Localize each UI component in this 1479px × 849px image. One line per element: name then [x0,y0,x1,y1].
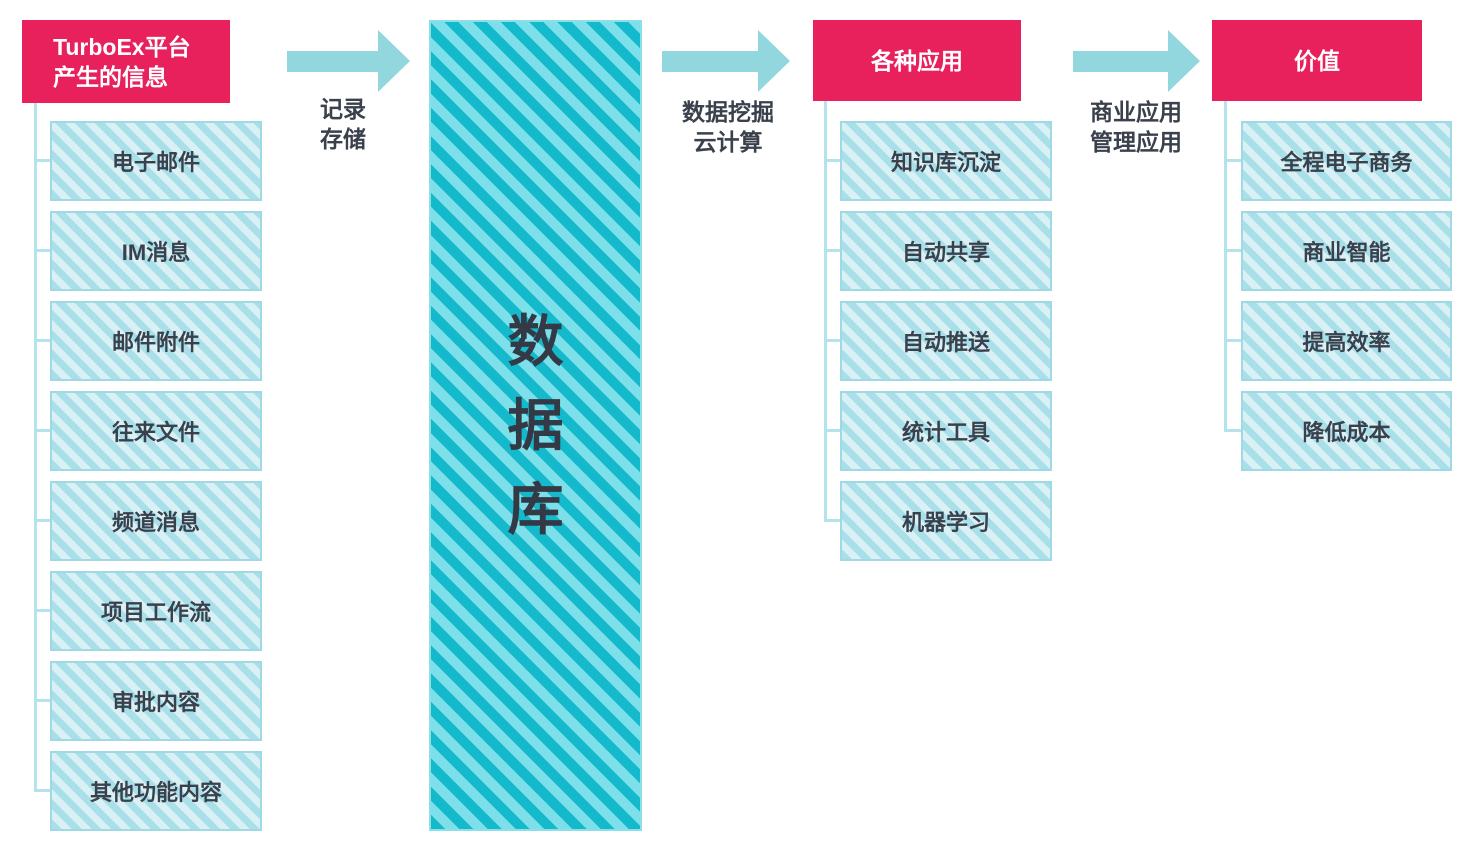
value-header: 价值 [1212,20,1422,101]
source-node-label: 项目工作流 [100,600,211,625]
database-label: 数据库 [507,309,564,541]
connector-stub [824,159,841,162]
source-node-label: 其他功能内容 [89,780,222,805]
arrow-business-icon [1073,51,1169,72]
arrow-record-store-label: 记录 存储 [320,96,366,152]
connector-stub [824,249,841,252]
value-node-label: 提高效率 [1302,330,1391,355]
connector-stub [1224,159,1242,162]
source-node-label: 邮件附件 [111,330,200,355]
value-node-label: 全程电子商务 [1280,150,1413,175]
connector-stub [1224,249,1242,252]
arrow-datamining-label: 数据挖掘 云计算 [682,99,774,155]
connector-stub [1224,429,1242,432]
app-node-ml: 机器学习 [840,481,1052,561]
source-node-label: 频道消息 [111,510,200,535]
sources-header: TurboEx平台 产生的信息 [22,20,230,103]
database-box: 数据库 [429,20,642,831]
app-node-label: 机器学习 [901,510,990,535]
source-node-im: IM消息 [50,211,262,291]
arrow-datamining-icon [662,51,759,72]
connector-stub [1224,339,1242,342]
source-node-channel: 频道消息 [50,481,262,561]
arrow-record-store-head-icon [378,30,410,92]
arrow-record-store-icon [287,51,380,72]
app-node-knowledge: 知识库沉淀 [840,121,1052,201]
sources-header-line2: 产生的信息 [53,63,168,90]
app-node-label: 统计工具 [901,420,990,445]
connector-stub [34,159,51,162]
sources-header-line1: TurboEx平台 [53,33,191,60]
arrow-business-label: 商业应用 管理应用 [1090,99,1182,155]
app-node-label: 自动共享 [901,240,990,265]
connector-stub [34,339,51,342]
value-node-label: 商业智能 [1302,240,1391,265]
arrow-datamining-head-icon [758,30,790,92]
connector-stub [34,429,51,432]
connector-stub [824,429,841,432]
connector-vertical-value [1224,101,1227,431]
connector-stub [34,519,51,522]
connector-stub [824,339,841,342]
app-node-label: 知识库沉淀 [890,150,1001,175]
app-node-autoshare: 自动共享 [840,211,1052,291]
source-node-email: 电子邮件 [50,121,262,201]
applications-header: 各种应用 [813,20,1021,101]
source-node-approval: 审批内容 [50,661,262,741]
app-node-label: 自动推送 [901,330,990,355]
connector-vertical-sources [34,103,37,791]
value-node-bi: 商业智能 [1241,211,1452,291]
connector-stub [34,789,51,792]
source-node-label: 电子邮件 [111,150,200,175]
connector-stub [34,699,51,702]
value-node-efficiency: 提高效率 [1241,301,1452,381]
arrow-business-head-icon [1168,30,1200,92]
value-node-ecommerce: 全程电子商务 [1241,121,1452,201]
source-node-workflow: 项目工作流 [50,571,262,651]
source-node-files: 往来文件 [50,391,262,471]
connector-vertical-applications [824,101,827,521]
source-node-other: 其他功能内容 [50,751,262,831]
source-node-attachments: 邮件附件 [50,301,262,381]
value-node-cost: 降低成本 [1241,391,1452,471]
app-node-statistics: 统计工具 [840,391,1052,471]
connector-stub [824,519,841,522]
source-node-label: IM消息 [121,240,191,265]
source-node-label: 审批内容 [111,690,200,715]
value-node-label: 降低成本 [1302,420,1391,445]
app-node-autopush: 自动推送 [840,301,1052,381]
source-node-label: 往来文件 [111,420,200,445]
connector-stub [34,609,51,612]
connector-stub [34,249,51,252]
